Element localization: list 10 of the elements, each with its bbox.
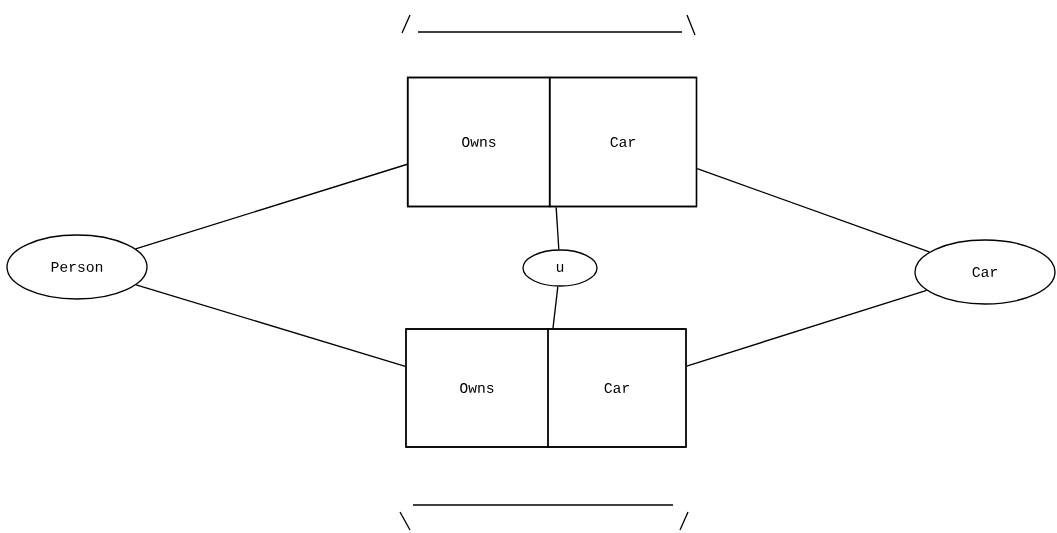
connector-line	[555, 206, 560, 250]
connector-line	[135, 284, 406, 368]
connector-line	[696, 167, 930, 253]
connector-line	[552, 285, 559, 329]
role-box: Owns	[407, 76, 551, 208]
role-box: Car	[548, 76, 698, 208]
connector-line	[134, 163, 408, 250]
connector-line	[686, 289, 928, 367]
role-box: Car	[547, 328, 687, 448]
role-box: Owns	[405, 328, 549, 448]
